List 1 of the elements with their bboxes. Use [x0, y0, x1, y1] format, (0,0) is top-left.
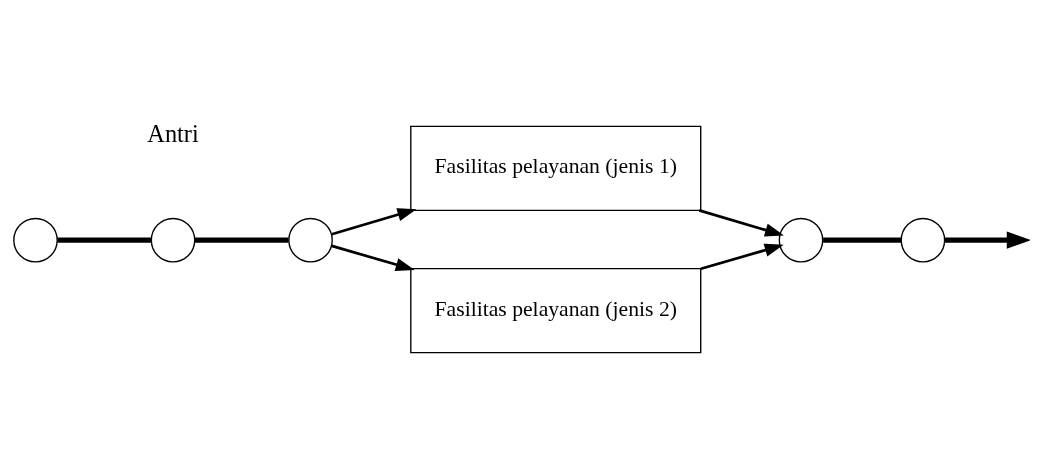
label: Antri: [147, 119, 199, 147]
